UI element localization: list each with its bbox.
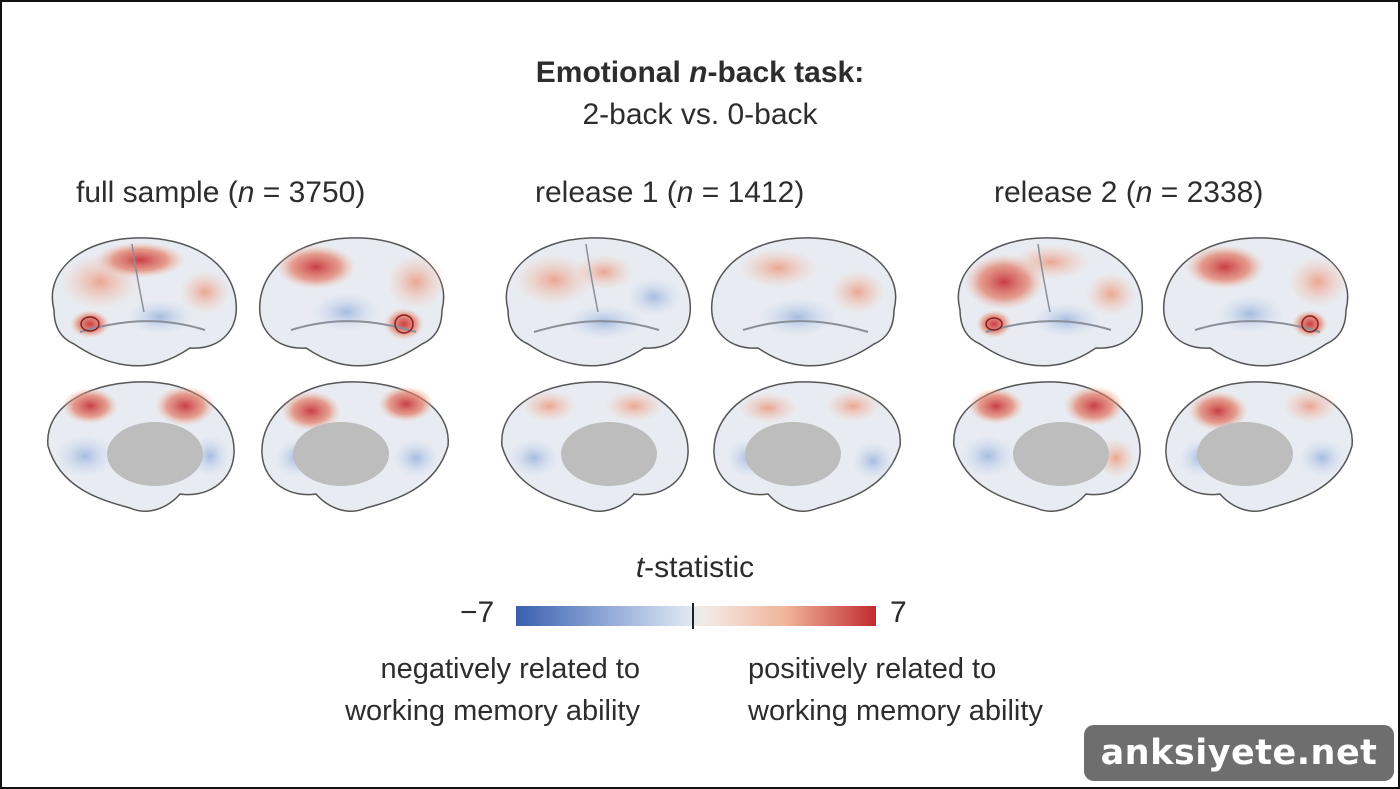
brain-lateral-left-release2 <box>957 237 1143 367</box>
colorbar-min-label: −7 <box>460 596 495 629</box>
panel-label-full-sample: full sample (n = 3750) <box>76 176 366 209</box>
figure-subtitle: 2-back vs. 0-back <box>582 98 818 131</box>
colorbar-zero-tick <box>692 603 694 629</box>
brain-medial-left-release1 <box>501 381 689 512</box>
brain-lateral-left-release1 <box>505 237 691 367</box>
brain-lateral-left-full <box>51 237 237 367</box>
panel-label-release-2: release 2 (n = 2338) <box>994 176 1264 209</box>
brain-medial-right-release1 <box>713 381 901 512</box>
brain-lateral-right-full <box>259 237 446 367</box>
brain-lateral-right-release2 <box>1163 237 1349 367</box>
colorbar-max-label: 7 <box>890 596 907 629</box>
brain-lateral-right-release1 <box>711 237 897 367</box>
brain-medial-left-release2 <box>953 381 1141 512</box>
panel-label-release-1: release 1 (n = 1412) <box>535 176 805 209</box>
positive-legend-label: positively related to working memory abi… <box>748 653 1043 727</box>
brain-medial-right-full <box>261 381 449 512</box>
brain-medial-left-full <box>47 381 235 512</box>
negative-legend-label: negatively related to working memory abi… <box>345 653 640 727</box>
watermark-badge: anksiyete.net <box>1084 725 1394 781</box>
brain-medial-right-release2 <box>1165 381 1353 512</box>
colorbar-title: t-statistic <box>635 551 755 584</box>
figure-title: Emotional n-back task: <box>535 56 865 89</box>
colorbar <box>516 606 876 626</box>
